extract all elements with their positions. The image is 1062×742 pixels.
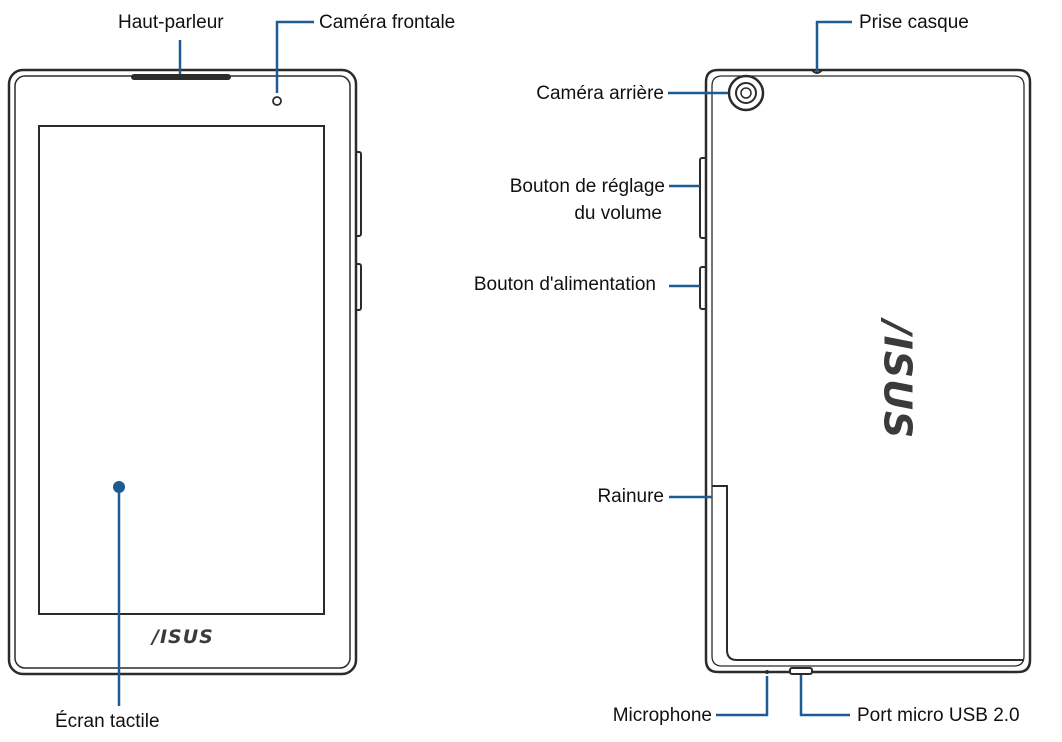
headphone-jack-port	[811, 69, 823, 74]
label-rear-camera: Caméra arrière	[536, 83, 664, 104]
front-camera-leader-line	[275, 20, 314, 93]
label-speaker: Haut-parleur	[118, 12, 224, 33]
back-asus-logo: /ISUS	[875, 320, 920, 440]
front-asus-logo: /ISUS	[152, 626, 214, 648]
back-view	[668, 20, 1032, 717]
back-body-outer	[704, 68, 1032, 674]
microphone-hole	[765, 670, 769, 674]
groove-slot	[712, 485, 1024, 661]
microphone-leader-line	[716, 676, 769, 717]
label-microphone: Microphone	[612, 705, 712, 726]
speaker-grille	[131, 74, 231, 80]
label-usb-port: Port micro USB 2.0	[857, 705, 1020, 726]
label-volume-line2: du volume	[574, 203, 662, 224]
label-volume-line1: Bouton de réglage	[509, 176, 665, 197]
front-camera-lens	[272, 96, 282, 106]
label-power-button: Bouton d'alimentation	[473, 274, 656, 295]
rear-camera-outer-ring	[727, 74, 765, 112]
back-body-inner	[711, 75, 1025, 667]
label-touchscreen: Écran tactile	[55, 711, 160, 732]
label-headphone-jack: Prise casque	[859, 12, 969, 33]
front-view	[7, 20, 362, 706]
usb-port	[789, 667, 813, 675]
front-screen	[38, 125, 325, 615]
usb-leader-line	[799, 675, 850, 717]
rear-camera-lens	[735, 82, 757, 104]
headphone-jack-leader-line	[815, 20, 852, 72]
label-front-camera: Caméra frontale	[319, 12, 456, 33]
rear-camera-lens-inner	[740, 87, 752, 99]
label-groove: Rainure	[597, 486, 664, 507]
